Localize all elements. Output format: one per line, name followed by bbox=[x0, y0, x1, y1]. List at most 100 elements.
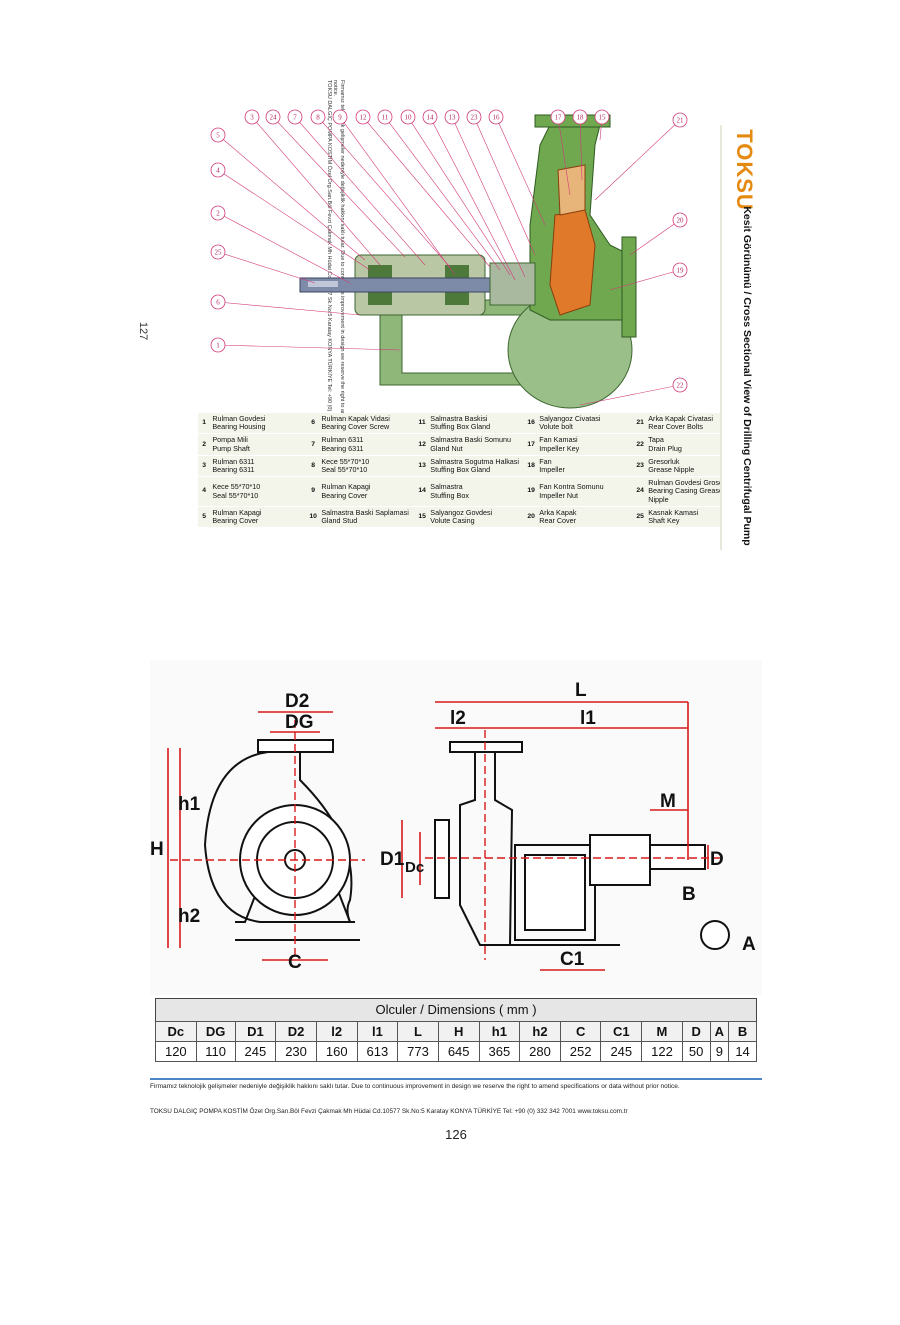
dimension-value: 645 bbox=[437, 1041, 480, 1062]
part-name-tr: Rulman 6311 bbox=[212, 456, 255, 466]
part-name-tr: Kece 55*70*10 bbox=[321, 456, 370, 466]
callout-number: 1 bbox=[216, 342, 220, 350]
dimension-header: D1 bbox=[234, 1021, 277, 1042]
toksu-logo: TOKSU bbox=[722, 125, 766, 215]
dimension-value: 9 bbox=[709, 1041, 730, 1062]
part-name-tr: Arka Kapak bbox=[539, 507, 577, 517]
part-number: 12 bbox=[415, 433, 429, 456]
part-number: 7 bbox=[306, 433, 320, 456]
part-number: 3 bbox=[198, 455, 211, 478]
part-name-tr: Salmastra Sogutma Halkasi bbox=[430, 456, 519, 466]
callout-circle bbox=[466, 109, 482, 125]
part-name-en: Drain Plug bbox=[648, 443, 682, 453]
callout-circle bbox=[400, 109, 416, 125]
part-number: 23 bbox=[633, 455, 647, 478]
dimension-value: 230 bbox=[275, 1041, 317, 1062]
callout-circle bbox=[265, 109, 281, 125]
dimension-header: H bbox=[437, 1021, 480, 1042]
dimension-value: 120 bbox=[155, 1041, 197, 1062]
dimension-labels: D2 DG H h1 h2 C L l2 l1 M D1 Dc D B A C1 bbox=[150, 680, 756, 973]
label-h1: h1 bbox=[178, 794, 201, 815]
part-name-en: Bearing Housing bbox=[212, 422, 266, 432]
part-name-tr: Rulman Govdesi Groserlugu bbox=[648, 478, 739, 488]
part-number: 21 bbox=[633, 413, 647, 435]
dimension-value: 110 bbox=[195, 1041, 236, 1062]
callout-number: 15 bbox=[599, 114, 607, 122]
label-d2: D2 bbox=[285, 691, 309, 712]
callout-number: 13 bbox=[449, 114, 457, 122]
label-b: B bbox=[682, 884, 696, 905]
part-name-tr: Fan Kamasi bbox=[539, 435, 578, 445]
callout-number: 12 bbox=[360, 114, 368, 122]
part-name-en: Grease Nipple bbox=[648, 465, 695, 475]
callout-number: 17 bbox=[555, 114, 563, 122]
part-number: 1 bbox=[198, 413, 211, 435]
part-name-en: Impeller Nut bbox=[539, 490, 579, 500]
dimension-lines bbox=[167, 701, 709, 971]
part-name-en: Rear Cover Bolts bbox=[648, 422, 703, 432]
part-name-tr: Gresorluk bbox=[648, 456, 680, 466]
callout-number: 3 bbox=[250, 114, 254, 122]
callout-number: 19 bbox=[677, 267, 685, 275]
part-name-tr: Fan bbox=[539, 456, 552, 466]
part-number: 24 bbox=[633, 476, 647, 507]
callout-circle bbox=[594, 109, 610, 125]
stuffing-box-shape bbox=[489, 262, 536, 306]
part-name-en: Shaft Key bbox=[648, 516, 680, 526]
callout-number: 4 bbox=[216, 167, 220, 175]
dimension-drawing: D2 DG H h1 h2 C L l2 l1 M D1 Dc D B A C1 bbox=[150, 660, 762, 995]
footer-note: Firmamız teknolojik gelişmeler nedeniyle… bbox=[150, 1083, 680, 1090]
callout-circle bbox=[287, 109, 303, 125]
dimension-header: l2 bbox=[315, 1021, 358, 1042]
callout-number: 11 bbox=[382, 114, 389, 122]
dimension-header: Dc bbox=[155, 1021, 197, 1042]
part-name-tr: Rulman Govdesi bbox=[212, 414, 266, 423]
label-c1: C1 bbox=[560, 949, 585, 970]
callout-circle bbox=[244, 109, 260, 125]
footer-address: TOKSU DALGIÇ POMPA KOSTİM Özel Org.San.B… bbox=[150, 1108, 628, 1115]
callout-circle bbox=[210, 294, 226, 310]
part-name-en: Seal 55*70*10 bbox=[212, 490, 259, 500]
callout-circle bbox=[310, 109, 326, 125]
callout-circle bbox=[210, 162, 226, 178]
part-name-tr: Rulman 6311 bbox=[321, 435, 364, 445]
dimension-header: DG bbox=[195, 1021, 236, 1042]
dimension-value: 245 bbox=[234, 1041, 277, 1062]
label-l1: l1 bbox=[580, 708, 596, 729]
dimension-value: 160 bbox=[315, 1041, 358, 1062]
part-number: 9 bbox=[306, 476, 320, 507]
part-name-tr: Salmastra Baski Saplamasi bbox=[321, 507, 409, 517]
part-number: 19 bbox=[524, 476, 538, 507]
label-m: M bbox=[660, 791, 676, 812]
callout-number: 5 bbox=[216, 132, 220, 140]
dimension-value: 252 bbox=[559, 1041, 602, 1062]
callout-circle bbox=[444, 109, 460, 125]
page-number-127: 127 bbox=[137, 321, 150, 341]
part-name-en: Bearing Cover Screw bbox=[321, 422, 390, 432]
footer-rule bbox=[150, 1078, 762, 1080]
page-126: D2 DG H h1 h2 C L l2 l1 M D1 Dc D B A C1… bbox=[150, 660, 762, 1142]
callout-circle bbox=[672, 262, 688, 278]
part-name-en: Gland Nut bbox=[430, 443, 463, 453]
impeller-eye-shape bbox=[557, 164, 586, 216]
side-view bbox=[434, 741, 730, 950]
part-name-en: Stuffing Box Gland bbox=[430, 422, 491, 432]
callout-number: 22 bbox=[677, 382, 685, 390]
part-number: 16 bbox=[524, 413, 538, 435]
dimension-value: 50 bbox=[681, 1041, 711, 1062]
